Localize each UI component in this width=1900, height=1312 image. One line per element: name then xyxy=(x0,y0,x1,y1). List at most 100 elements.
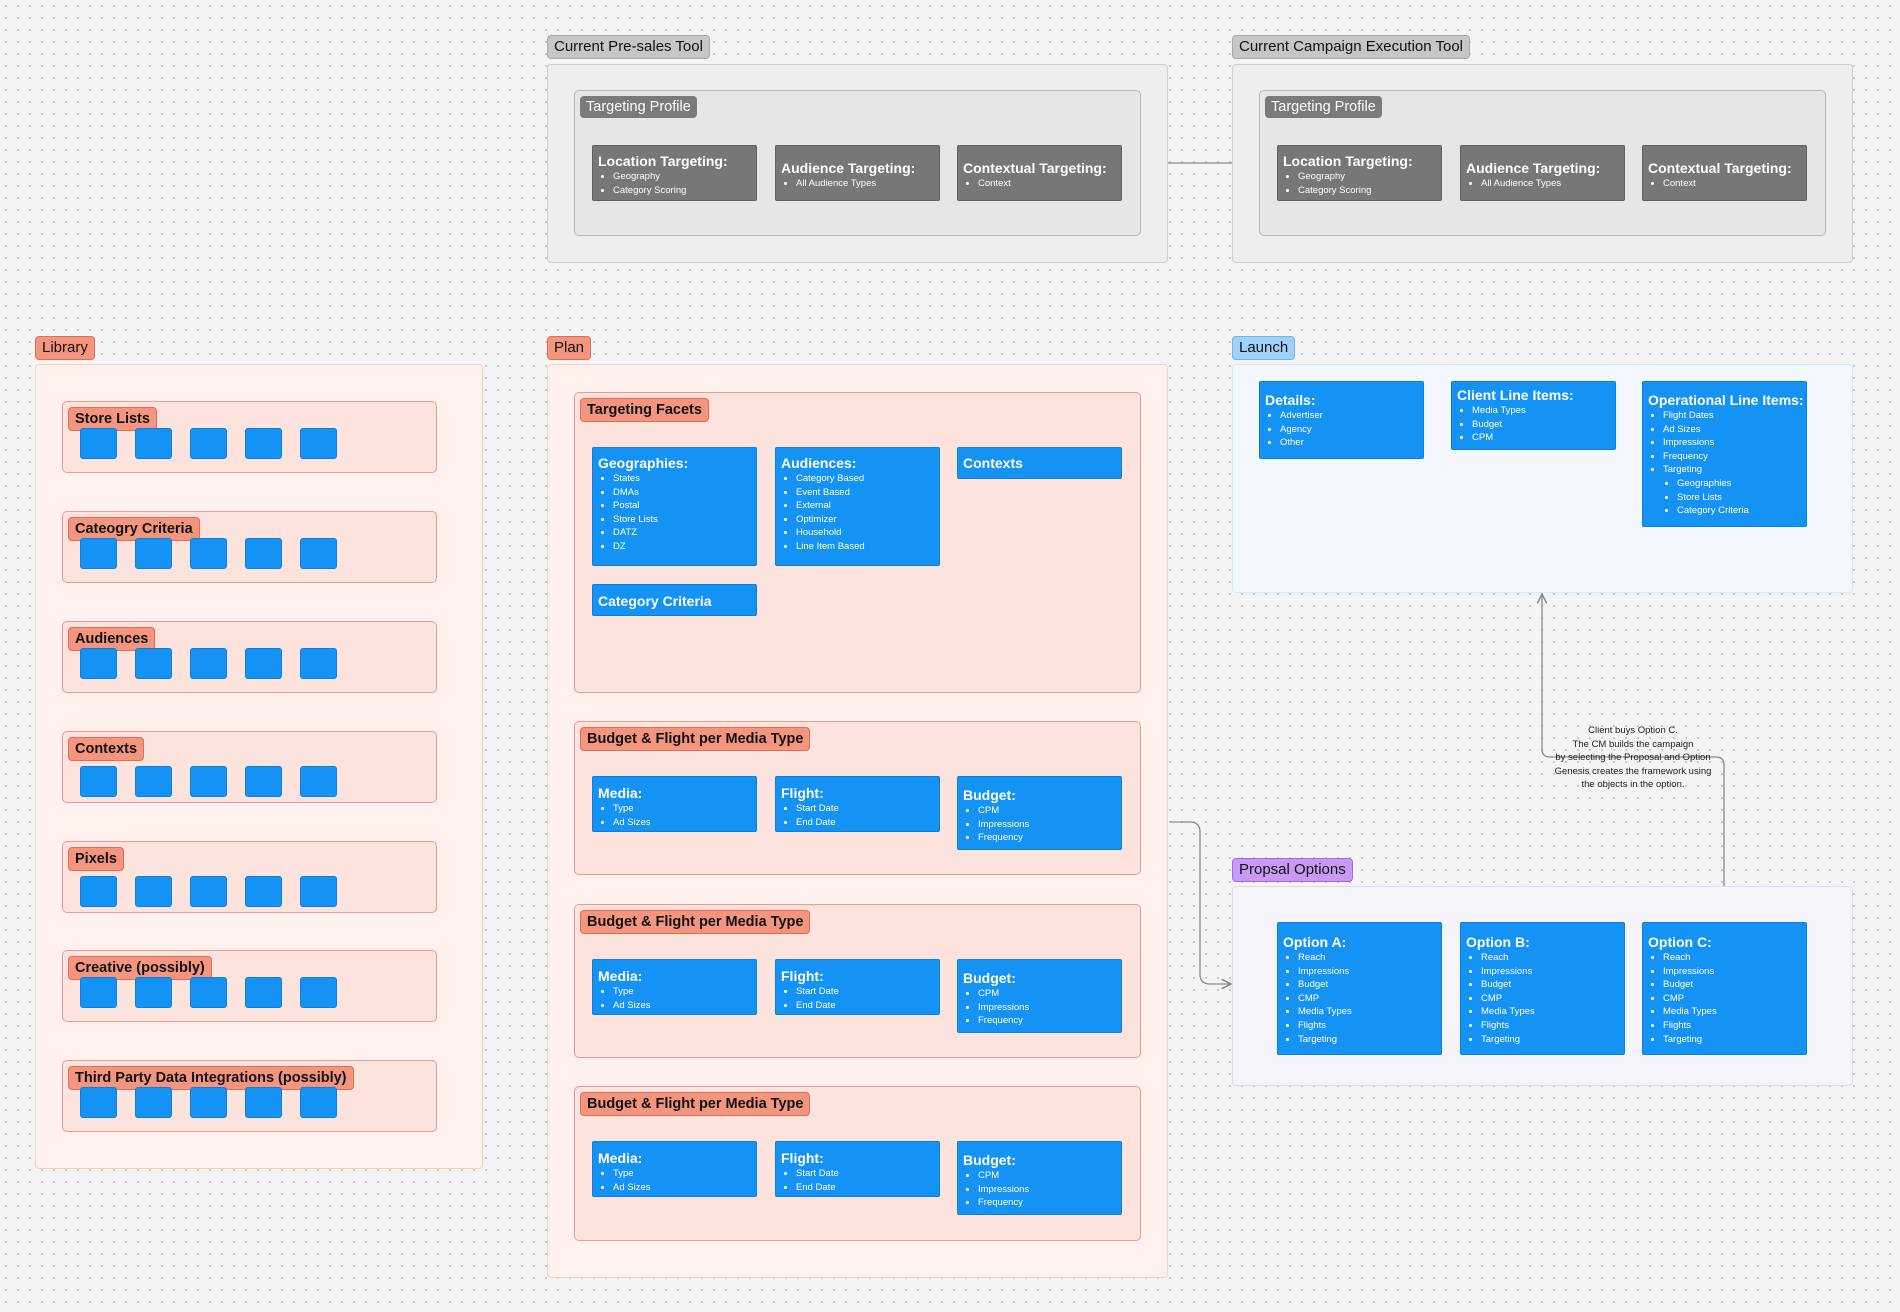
budget-card[interactable]: Budget: CPM Impressions Frequency xyxy=(957,959,1122,1033)
card-list-item: Start Date xyxy=(796,1167,934,1181)
flight-card[interactable]: Flight: Start Date End Date xyxy=(775,959,940,1015)
library-item[interactable] xyxy=(190,1087,227,1118)
client-line-items-card[interactable]: Client Line Items: Media Types Budget CP… xyxy=(1451,381,1616,450)
library-item[interactable] xyxy=(300,648,337,679)
library-item[interactable] xyxy=(300,428,337,459)
library-item[interactable] xyxy=(80,876,117,907)
category-criteria-card[interactable]: Category Criteria xyxy=(592,584,757,616)
card-title: Geographies: xyxy=(598,455,689,471)
library-item[interactable] xyxy=(135,1087,172,1118)
details-card[interactable]: Details: Advertiser Agency Other xyxy=(1259,381,1424,459)
library-item[interactable] xyxy=(300,1087,337,1118)
card-title: Operational Line Items: xyxy=(1648,392,1804,408)
library-item[interactable] xyxy=(300,766,337,797)
card-title: Details: xyxy=(1265,392,1316,408)
card-sub-list-item: Category Criteria xyxy=(1677,504,1801,518)
note-line: the objects in the option. xyxy=(1581,779,1685,791)
card-list: Type Ad Sizes xyxy=(598,985,751,1012)
library-item[interactable] xyxy=(190,876,227,907)
card-list-item: Impressions xyxy=(1481,965,1619,979)
library-group-store-lists: Store Lists xyxy=(62,401,437,473)
targeting-facets-title: Targeting Facets xyxy=(580,398,709,422)
card-list: All Audience Types xyxy=(781,177,934,191)
library-item[interactable] xyxy=(300,876,337,907)
annotation-note: Client buys Option C. The CM builds the … xyxy=(1548,724,1718,792)
library-item[interactable] xyxy=(245,977,282,1008)
library-item[interactable] xyxy=(135,977,172,1008)
library-item[interactable] xyxy=(80,428,117,459)
budget-card[interactable]: Budget: CPM Impressions Frequency xyxy=(957,776,1122,850)
card-title: Client Line Items: xyxy=(1457,387,1574,403)
library-item[interactable] xyxy=(190,977,227,1008)
library-group-audiences: Audiences xyxy=(62,621,437,693)
geographies-card[interactable]: Geographies: States DMAs Postal Store Li… xyxy=(592,447,757,566)
presales-profile-title: Targeting Profile xyxy=(580,96,697,118)
library-item[interactable] xyxy=(245,766,282,797)
card-list-item: Impressions xyxy=(978,1001,1116,1015)
operational-line-items-card[interactable]: Operational Line Items: Flight Dates Ad … xyxy=(1642,381,1807,527)
card-list-item: Agency xyxy=(1280,423,1418,437)
media-card[interactable]: Media: Type Ad Sizes xyxy=(592,959,757,1015)
library-item[interactable] xyxy=(80,977,117,1008)
option-a-card[interactable]: Option A: Reach Impressions Budget CMP M… xyxy=(1277,922,1442,1055)
card-list-item: Impressions xyxy=(978,818,1116,832)
card-list-item: End Date xyxy=(796,999,934,1013)
card-list-item: DZ xyxy=(613,540,751,554)
library-item[interactable] xyxy=(135,876,172,907)
library-item[interactable] xyxy=(300,538,337,569)
library-item[interactable] xyxy=(80,1087,117,1118)
card-list: Media Types Budget CPM xyxy=(1457,404,1610,445)
option-c-card[interactable]: Option C: Reach Impressions Budget CMP M… xyxy=(1642,922,1807,1055)
option-b-card[interactable]: Option B: Reach Impressions Budget CMP M… xyxy=(1460,922,1625,1055)
contexts-card[interactable]: Contexts xyxy=(957,447,1122,479)
card-list: All Audience Types xyxy=(1466,177,1619,191)
card-list-item: Category Scoring xyxy=(1298,184,1436,198)
library-group-third-party: Third Party Data Integrations (possibly) xyxy=(62,1060,437,1132)
library-item[interactable] xyxy=(190,648,227,679)
card-list-item: Impressions xyxy=(1663,965,1801,979)
card-title: Flight: xyxy=(781,1150,824,1166)
card-list-item: Optimizer xyxy=(796,513,934,527)
library-item[interactable] xyxy=(190,538,227,569)
card-list-item: Other xyxy=(1280,436,1418,450)
card-list-item: Geography xyxy=(613,170,751,184)
card-title: Audience Targeting: xyxy=(781,160,916,176)
card-list-item: Type xyxy=(613,802,751,816)
execution-contextual-card: Contextual Targeting: Context xyxy=(1642,145,1807,201)
audiences-card[interactable]: Audiences: Category Based Event Based Ex… xyxy=(775,447,940,566)
library-item[interactable] xyxy=(245,538,282,569)
card-list-item: Frequency xyxy=(978,1196,1116,1210)
library-item[interactable] xyxy=(80,648,117,679)
card-list: Start Date End Date xyxy=(781,1167,934,1194)
card-list: Flight Dates Ad Sizes Impressions Freque… xyxy=(1648,409,1801,518)
library-item[interactable] xyxy=(135,648,172,679)
library-group-title: Audiences xyxy=(68,627,156,651)
library-item[interactable] xyxy=(190,766,227,797)
flight-card[interactable]: Flight: Start Date End Date xyxy=(775,1141,940,1197)
library-item[interactable] xyxy=(245,1087,282,1118)
flight-card[interactable]: Flight: Start Date End Date xyxy=(775,776,940,832)
card-list-item: Type xyxy=(613,985,751,999)
library-item[interactable] xyxy=(135,428,172,459)
library-item[interactable] xyxy=(300,977,337,1008)
library-item[interactable] xyxy=(245,876,282,907)
media-card[interactable]: Media: Type Ad Sizes xyxy=(592,1141,757,1197)
budget-card[interactable]: Budget: CPM Impressions Frequency xyxy=(957,1141,1122,1215)
card-list-item: CPM xyxy=(1472,431,1610,445)
card-list-item: Media Types xyxy=(1298,1005,1436,1019)
library-item[interactable] xyxy=(135,538,172,569)
library-item[interactable] xyxy=(135,766,172,797)
card-title: Location Targeting: xyxy=(598,153,728,169)
card-list-item: End Date xyxy=(796,816,934,830)
plan-to-proposal-arrow xyxy=(1170,821,1231,984)
library-item[interactable] xyxy=(80,766,117,797)
library-item[interactable] xyxy=(190,428,227,459)
card-list: CPM Impressions Frequency xyxy=(963,804,1116,845)
library-item[interactable] xyxy=(245,648,282,679)
library-item[interactable] xyxy=(80,538,117,569)
execution-location-card: Location Targeting: Geography Category S… xyxy=(1277,145,1442,201)
library-item[interactable] xyxy=(245,428,282,459)
card-list-item: Context xyxy=(1663,177,1801,191)
card-list: Type Ad Sizes xyxy=(598,802,751,829)
media-card[interactable]: Media: Type Ad Sizes xyxy=(592,776,757,832)
